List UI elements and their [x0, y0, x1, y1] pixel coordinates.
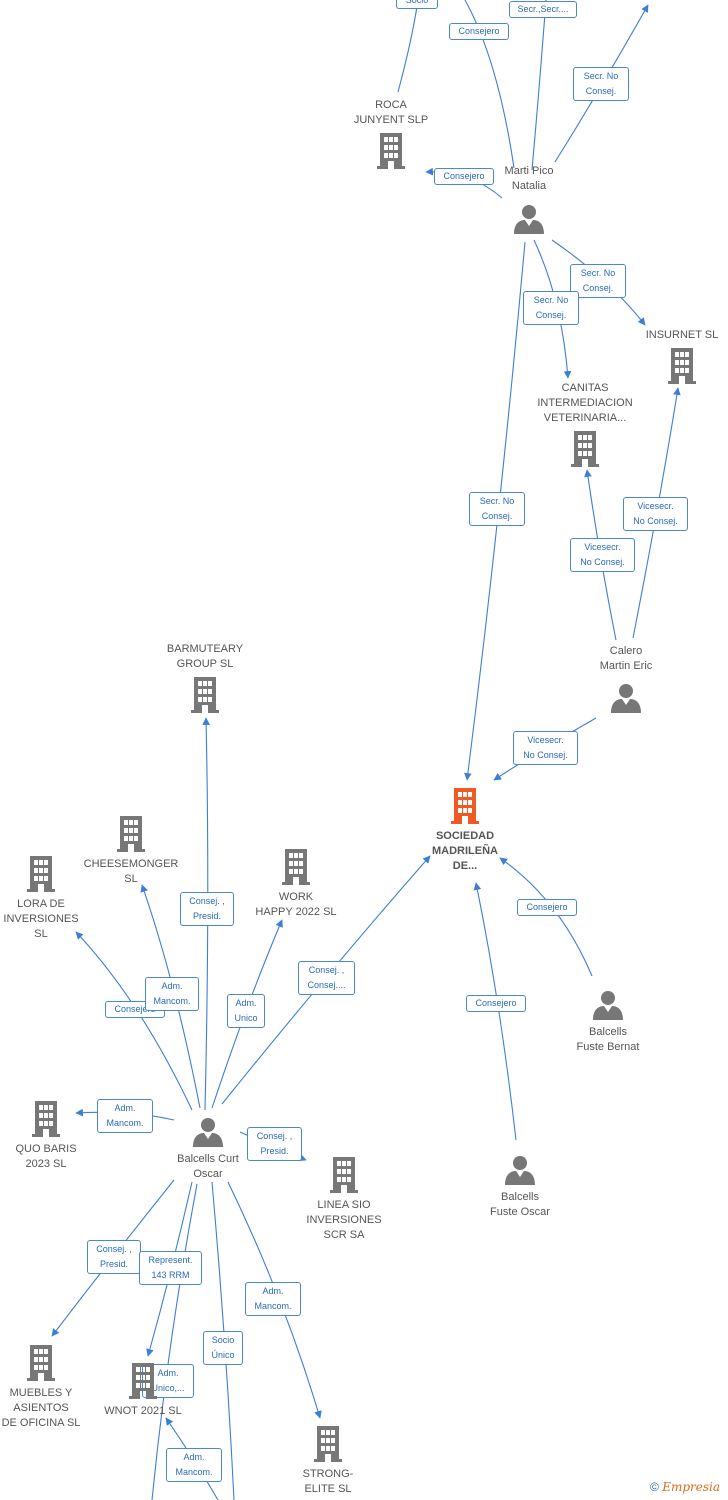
edge-label[interactable]: Adm. Mancom.	[166, 1448, 222, 1482]
company-node-roca[interactable]: ROCA JUNYENT SLP	[336, 98, 446, 174]
building-icon	[128, 1363, 158, 1399]
building-icon	[667, 348, 697, 384]
person-node-bernat[interactable]: Balcells Fuste Bernat	[558, 990, 658, 1055]
company-label: LORA DE INVERSIONES SL	[3, 898, 79, 940]
company-node-cheesemonger[interactable]: CHEESEMONGER SL	[76, 816, 186, 887]
edge-label[interactable]: Secr. No Consej.	[573, 67, 629, 101]
building-icon	[329, 1157, 359, 1193]
edge-socio	[397, 0, 419, 93]
person-label: Marti Pico Natalia	[504, 165, 554, 192]
edge-curt-unico	[151, 1183, 198, 1500]
company-node-canitas[interactable]: CANITAS INTERMEDIACION VETERINARIA...	[525, 381, 645, 472]
building-icon	[281, 849, 311, 885]
company-label: STRONG- ELITE SL	[302, 1468, 354, 1495]
building-icon	[450, 788, 480, 824]
building-icon	[31, 1101, 61, 1137]
edge-label[interactable]: Vicesecr. No Consej.	[513, 731, 578, 765]
company-label: CANITAS INTERMEDIACION VETERINARIA...	[537, 382, 633, 424]
building-icon	[570, 431, 600, 467]
company-node-sociedad[interactable]: SOCIEDAD MADRILEÑA DE...	[412, 788, 518, 874]
company-label: MUEBLES Y ASIENTOS DE OFICINA SL	[1, 1387, 81, 1429]
edge-consejero-top	[464, 0, 515, 169]
edge-label[interactable]: Consej. , Presid.	[247, 1127, 302, 1161]
company-node-workhappy[interactable]: WORK HAPPY 2022 SL	[244, 849, 348, 920]
person-icon	[505, 1155, 535, 1185]
company-node-lineasio[interactable]: LINEA SIO INVERSIONES SCR SA	[290, 1157, 398, 1243]
company-label: INSURNET SL	[645, 329, 719, 341]
edge-label[interactable]: Vicesecr. No Consej.	[623, 497, 688, 531]
edge-label[interactable]: Consejero	[466, 995, 526, 1012]
company-node-wnot[interactable]: WNOT 2021 SL	[96, 1363, 190, 1419]
edge-label[interactable]: Socio Único	[203, 1331, 243, 1365]
edge-curt-lora	[75, 931, 193, 1111]
building-icon	[26, 1345, 56, 1381]
company-label: WNOT 2021 SL	[104, 1405, 182, 1417]
edge-label[interactable]: Adm. Unico	[227, 994, 265, 1028]
company-label: WORK HAPPY 2022 SL	[255, 891, 337, 918]
person-label: Balcells Fuste Bernat	[576, 1026, 640, 1053]
building-icon	[376, 133, 406, 169]
building-icon	[116, 816, 146, 852]
edge-label[interactable]: Socio	[396, 0, 438, 9]
person-icon	[593, 990, 623, 1020]
edge-label[interactable]: Consejero	[434, 168, 494, 185]
building-icon	[313, 1426, 343, 1462]
copyright-notice: © Empresia	[650, 1480, 720, 1494]
edge-label[interactable]: Adm. Mancom.	[97, 1099, 153, 1133]
person-node-curtoscar[interactable]: Balcells Curt Oscar	[160, 1117, 256, 1182]
person-node-fusteoscar[interactable]: Balcells Fuste Oscar	[470, 1155, 570, 1220]
edge-label[interactable]: Adm. Mancom.	[245, 1282, 301, 1316]
company-node-quobaris[interactable]: QUO BARIS 2023 SL	[6, 1101, 86, 1172]
person-node-calero[interactable]: Calero Martin Eric	[576, 644, 676, 718]
company-label: ROCA JUNYENT SLP	[353, 99, 429, 126]
edge-label[interactable]: Vicesecr. No Consej.	[570, 538, 635, 572]
person-icon	[611, 683, 641, 713]
building-icon	[26, 856, 56, 892]
edge-label[interactable]: Secr. No Consej.	[469, 492, 525, 526]
company-node-muebles[interactable]: MUEBLES Y ASIENTOS DE OFICINA SL	[0, 1345, 82, 1431]
edge-label[interactable]: Consejero	[517, 899, 577, 916]
person-label: Calero Martin Eric	[599, 645, 653, 672]
company-label: CHEESEMONGER SL	[83, 858, 179, 885]
edge-label[interactable]: Consej. , Presid.	[87, 1240, 141, 1274]
edge-label[interactable]: Secr. No Consej.	[570, 264, 626, 298]
building-icon	[190, 677, 220, 713]
person-icon	[514, 204, 544, 234]
edge-label[interactable]: Consejero	[449, 23, 509, 40]
copyright-symbol: ©	[650, 1480, 659, 1494]
person-label: Balcells Fuste Oscar	[490, 1191, 550, 1218]
company-node-strong[interactable]: STRONG- ELITE SL	[286, 1426, 370, 1497]
edge-label[interactable]: Secr.,Secr....	[509, 1, 577, 18]
edge-bernat-sociedad	[499, 857, 593, 977]
person-node-marti[interactable]: Marti Pico Natalia	[476, 164, 582, 239]
brand-logo: Empresia	[662, 1480, 720, 1494]
edge-label[interactable]: Consej. , Consej....	[298, 961, 355, 995]
edge-label[interactable]: Represent. 143 RRM	[139, 1251, 202, 1285]
edge-label[interactable]: Consej. , Presid.	[180, 892, 234, 926]
company-label: QUO BARIS 2023 SL	[15, 1143, 77, 1170]
edge-label[interactable]: Secr. No Consej.	[523, 291, 579, 325]
company-label: LINEA SIO INVERSIONES SCR SA	[306, 1199, 382, 1241]
company-node-barmuteary[interactable]: BARMUTEARY GROUP SL	[150, 642, 260, 718]
person-label: Balcells Curt Oscar	[177, 1153, 239, 1180]
company-node-insurnet[interactable]: INSURNET SL	[636, 328, 728, 389]
company-node-lora[interactable]: LORA DE INVERSIONES SL	[0, 856, 82, 942]
edge-secr-top	[531, 0, 547, 171]
person-icon	[193, 1117, 223, 1147]
company-label: BARMUTEARY GROUP SL	[166, 643, 244, 670]
company-label: SOCIEDAD MADRILEÑA DE...	[432, 830, 498, 872]
edge-label[interactable]: Adm. Mancom.	[145, 977, 199, 1011]
